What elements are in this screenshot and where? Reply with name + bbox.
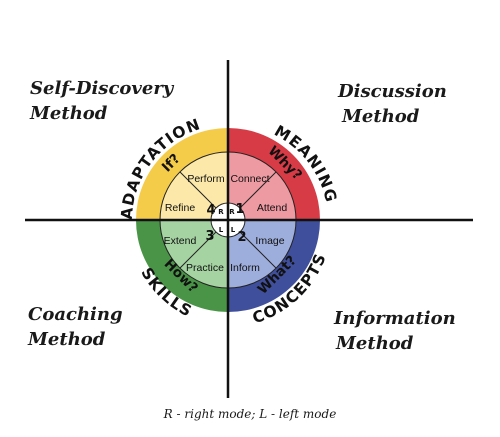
method-word: Method [342,106,420,127]
mode-mark-bottom-right: L [231,226,236,234]
coaching-method-label: Coaching Method [28,302,123,352]
segment-extend: Extend [164,235,197,247]
method-name: Self-Discovery [30,78,174,99]
segment-dividers [179,171,277,269]
method-name: Information [334,308,456,329]
segment-labels: Perform Connect Refine Attend Extend Ima… [164,173,288,274]
segment-inform: Inform [230,262,260,274]
mode-legend-note: R - right mode; L - left mode [163,407,337,421]
method-word: Method [28,329,106,350]
segment-image: Image [255,235,284,247]
mode-mark-top-right: R [229,208,235,216]
self-discovery-method-label: Self-Discovery Method [30,76,173,126]
segment-refine: Refine [165,202,196,214]
method-word: Method [30,103,108,124]
stage-number-2: 2 [237,230,246,245]
segment-attend: Attend [257,202,288,214]
discussion-method-label: Discussion Method [338,79,447,129]
segment-practice: Practice [186,262,224,274]
method-word: Method [336,333,414,354]
method-name: Coaching [28,304,123,325]
segment-connect: Connect [230,173,269,185]
stage-number-1: 1 [235,202,244,217]
stage-number-3: 3 [205,229,214,244]
segment-perform: Perform [187,173,225,185]
mode-mark-bottom-left: L [219,226,224,234]
method-name: Discussion [338,81,447,102]
stage-number-4: 4 [206,203,215,218]
mode-mark-top-left: R [218,208,224,216]
information-method-label: Information Method [334,306,456,356]
quadrant-axes [25,60,473,398]
center-labels: 4 1 3 2 R R L L [205,202,246,245]
